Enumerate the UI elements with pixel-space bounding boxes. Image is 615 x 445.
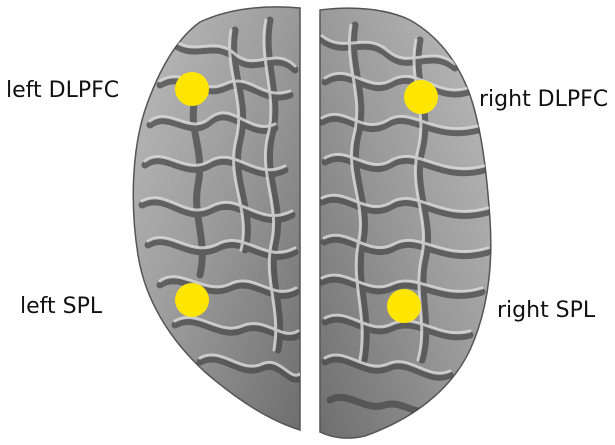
marker-right-dlpfc [404, 80, 438, 114]
marker-left-dlpfc [175, 72, 209, 106]
label-right-spl: right SPL [497, 300, 595, 322]
marker-right-spl [387, 289, 421, 323]
marker-left-spl [175, 283, 209, 317]
label-left-spl: left SPL [20, 296, 102, 318]
right-hemisphere [320, 8, 491, 438]
left-hemisphere [133, 7, 300, 430]
label-left-dlpfc: left DLPFC [6, 80, 119, 102]
label-right-dlpfc: right DLPFC [479, 89, 608, 111]
